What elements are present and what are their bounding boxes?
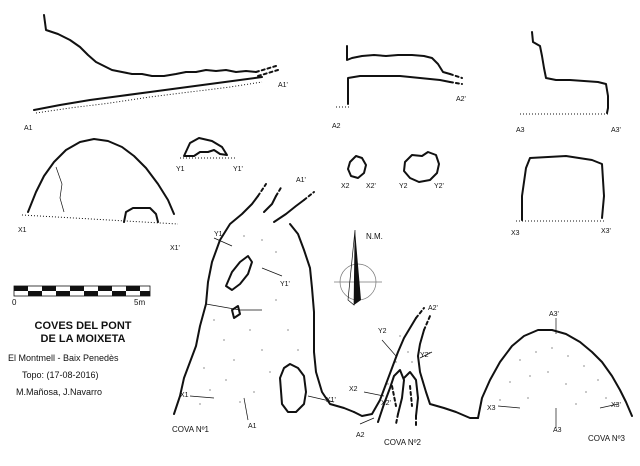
plan-label-x1: X1	[180, 392, 189, 399]
label-x3-prime: X3'	[601, 228, 611, 235]
label-y1-prime: Y1'	[233, 166, 243, 173]
label-y2: Y2	[399, 183, 408, 190]
label-a2-prime: A2'	[456, 96, 466, 103]
plan-cova-3	[477, 318, 633, 428]
plan-label-x3: X3	[487, 405, 496, 412]
plan-label-x2-prime: X2'	[381, 400, 391, 407]
scale-bar	[13, 285, 151, 297]
plan-label-a2: A2	[356, 432, 365, 439]
label-a1: A1	[24, 125, 33, 132]
location-text: El Montmell - Baix Penedès	[8, 353, 119, 363]
plan-label-y1: Y1	[214, 231, 223, 238]
section-a1	[33, 14, 279, 114]
cave-name-1: COVA Nº1	[172, 425, 210, 434]
survey-date-text: Topo: (17-08-2016)	[22, 370, 99, 380]
label-a3: A3	[516, 127, 525, 134]
title-line-2: DE LA MOIXETA	[40, 333, 126, 345]
plan-label-a2-prime: A2'	[428, 305, 438, 312]
north-arrow	[334, 229, 382, 306]
section-x2	[347, 155, 367, 179]
section-a2	[336, 45, 463, 108]
title-block: COVES DEL PONT DE LA MOIXETA El Montmell…	[8, 320, 158, 401]
plan-label-y1-prime: Y1'	[280, 281, 290, 288]
section-y1	[180, 137, 236, 159]
label-a3-prime: A3'	[611, 127, 621, 134]
plan-label-a1-prime: A1'	[296, 177, 306, 184]
label-a2: A2	[332, 123, 341, 130]
label-x3: X3	[511, 230, 520, 237]
scale-start-label: 0	[12, 298, 17, 307]
label-x1: X1	[18, 227, 27, 234]
plan-label-a3-prime: A3'	[549, 311, 559, 318]
label-y1: Y1	[176, 166, 185, 173]
plan-label-a3: A3	[553, 427, 562, 434]
section-x1	[21, 138, 179, 225]
plan-cova-1	[173, 183, 355, 421]
section-y2	[403, 151, 440, 183]
label-x2-prime: X2'	[366, 183, 376, 190]
scale-end-label: 5m	[134, 298, 146, 307]
label-y2-prime: Y2'	[434, 183, 444, 190]
section-a3	[520, 31, 610, 115]
plan-label-x2: X2	[349, 386, 358, 393]
label-x2: X2	[341, 183, 350, 190]
plan-label-y2: Y2	[378, 328, 387, 335]
section-x3	[516, 155, 606, 222]
title-line-1: COVES DEL PONT	[34, 320, 132, 332]
label-a1-prime: A1'	[278, 82, 288, 89]
plan-cova-2	[353, 307, 479, 429]
plan-label-x1-prime: X1'	[326, 397, 336, 404]
plan-label-y2-prime: Y2'	[420, 352, 430, 359]
label-x1-prime: X1'	[170, 245, 180, 252]
north-label: N.M.	[366, 232, 383, 241]
cave-name-2: COVA Nº2	[384, 438, 422, 447]
plan-label-x3-prime: X3'	[611, 402, 621, 409]
cave-name-3: COVA Nº3	[588, 434, 626, 443]
authors-text: M.Mañosa, J.Navarro	[16, 387, 103, 397]
plan-label-a1: A1	[248, 423, 257, 430]
